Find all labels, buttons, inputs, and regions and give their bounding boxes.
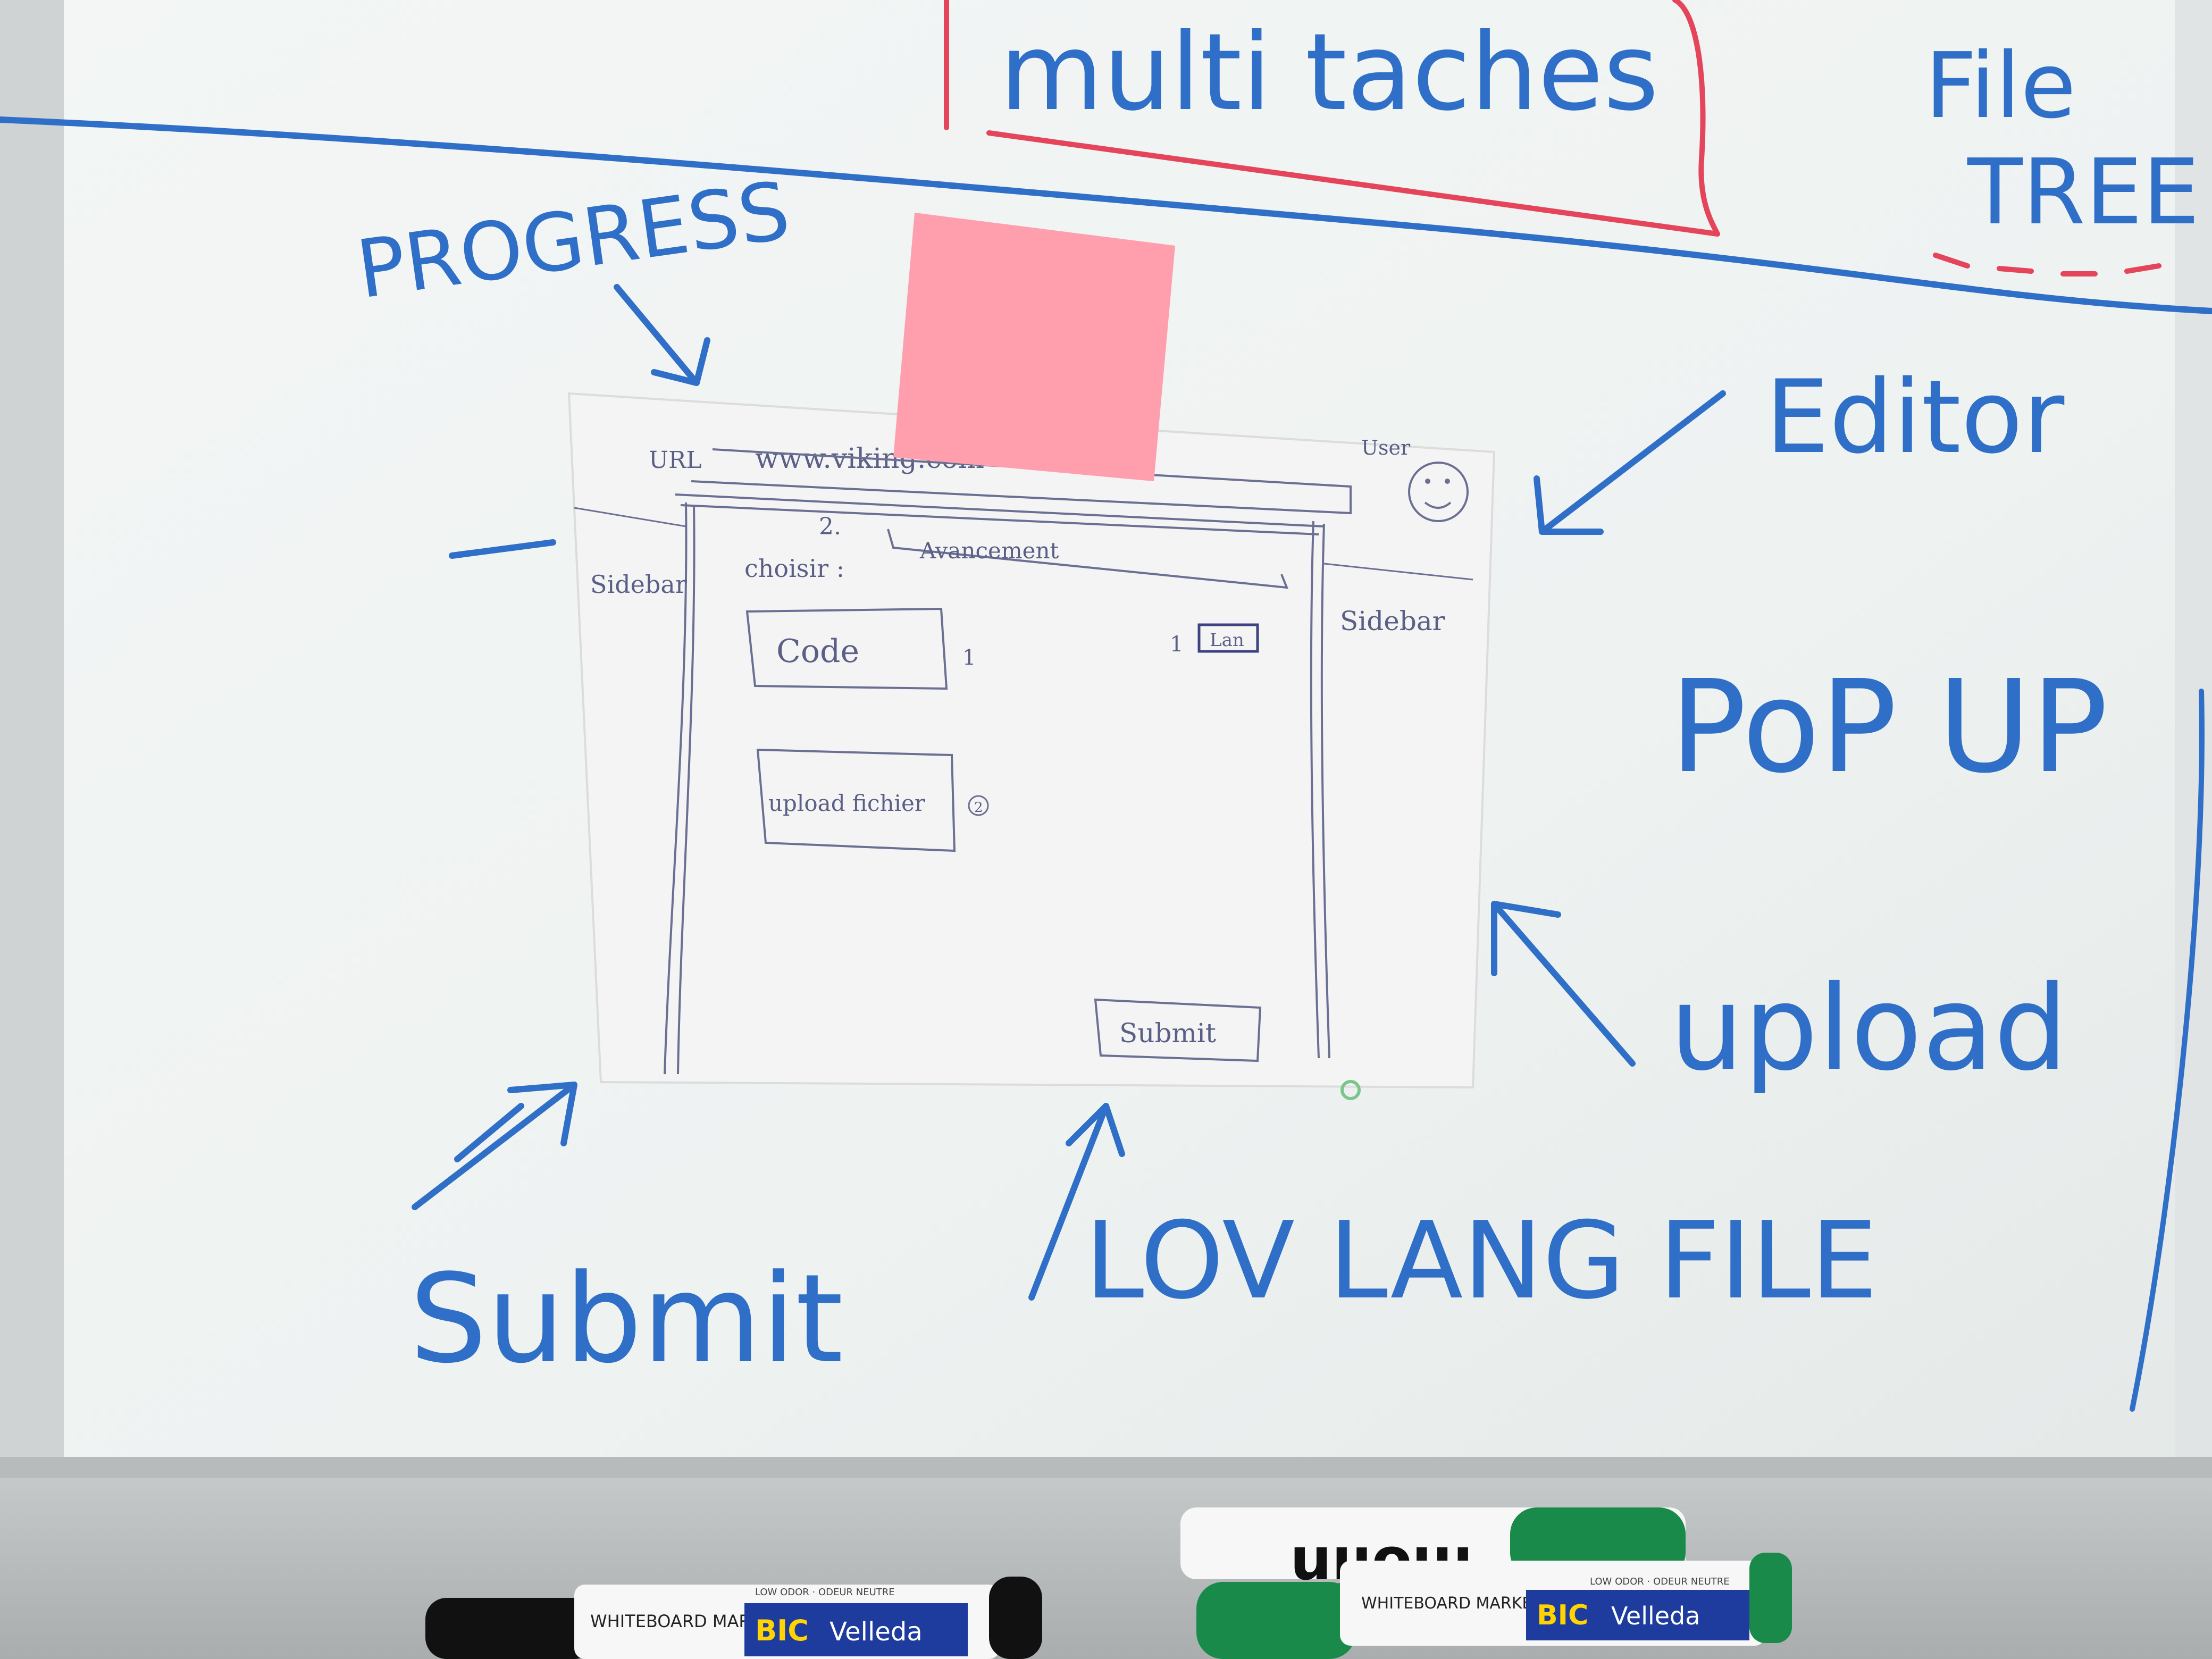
paper-mockup: URL www.viking.com User Sidebar Sidebar …: [567, 392, 1496, 1089]
mockup-lang-box-label: Lan: [1210, 630, 1244, 651]
mockup-upload-marker-circle: [968, 795, 989, 816]
blue-divider-line: [0, 116, 2212, 314]
arrow-progress: [614, 284, 710, 386]
mockup-code-marker: 1: [962, 646, 976, 670]
mockup-left-sidebar-border: [664, 502, 696, 1075]
mockup-right-sidebar-border: [1310, 521, 1330, 1059]
annotation-pop-up: PoP UP: [1670, 652, 2108, 801]
mockup-step-number: 2.: [819, 513, 841, 540]
marker-green-note: LOW ODOR · ODEUR NEUTRE: [1590, 1576, 1730, 1587]
blue-dash-left: [449, 539, 556, 559]
mockup-avatar-smile: [1424, 501, 1452, 509]
annotation-multi-taches: multi taches: [1000, 11, 1659, 135]
arrow-upload: [1491, 901, 1636, 1067]
mockup-code-button[interactable]: [745, 607, 948, 690]
mockup-avatar-eye-right: [1445, 479, 1450, 484]
marker-green-cap-left: [1196, 1582, 1356, 1659]
mockup-left-top-line: [574, 507, 686, 527]
arrow-editor: [1534, 390, 1726, 535]
mockup-avatar-eye-left: [1425, 479, 1430, 484]
whiteboard-left-frame: [0, 0, 64, 1659]
mockup-upload-button-label: upload fichier: [768, 790, 926, 816]
green-dot: [1340, 1080, 1361, 1100]
mockup-sidebar-right-label: Sidebar: [1340, 606, 1445, 636]
paper-sheet: [567, 392, 1496, 1089]
annotation-tree: TREE: [1967, 140, 2200, 245]
mockup-lang-marker: 1: [1170, 632, 1183, 657]
red-box-multi-taches: [944, 0, 1720, 237]
arrow-submit: [412, 1082, 577, 1210]
marker-black-cap-left: [425, 1598, 596, 1659]
mockup-user-avatar: [1408, 462, 1469, 522]
annotation-editor: Editor: [1765, 358, 2065, 476]
marker-tray-lip: [0, 1457, 2212, 1478]
mockup-url-label: URL: [649, 447, 701, 474]
mockup-code-button-label: Code: [776, 633, 859, 670]
annotation-file: File: [1925, 33, 2076, 139]
marker-black-brand: BIC: [755, 1614, 809, 1647]
marker-green-line: Velleda: [1611, 1602, 1700, 1630]
mockup-user-label: User: [1361, 436, 1411, 459]
pink-sticky-note: [893, 213, 1175, 481]
mockup-lang-box[interactable]: [1197, 623, 1259, 653]
annotation-upload: upload: [1670, 960, 2068, 1096]
annotation-lov-lang-file: LOV LANG FILE: [1085, 1199, 1878, 1323]
marker-black-cap-right: [989, 1577, 1042, 1659]
marker-black-line: Velleda: [830, 1617, 923, 1647]
whiteboard-right-frame: [2175, 0, 2212, 1489]
marker-green-cap-right: [1749, 1553, 1792, 1643]
marker-black-note: LOW ODOR · ODEUR NEUTRE: [755, 1587, 895, 1598]
mockup-sidebar-left-label: Sidebar: [590, 570, 687, 599]
blue-stroke-right-edge: [2130, 689, 2205, 1412]
marker-black-brand-band: [744, 1603, 968, 1656]
marker-green-brand: BIC: [1537, 1599, 1588, 1631]
mockup-upload-marker: 2: [974, 800, 983, 816]
red-dash-file-tree: [1933, 253, 2161, 276]
marker-green-type: WHITEBOARD MARKER: [1361, 1594, 1543, 1613]
marker-green-brand-band: [1526, 1590, 1749, 1640]
mockup-step-field-text: Avancement: [919, 538, 1059, 564]
mockup-submit-button[interactable]: [1094, 998, 1262, 1062]
mockup-right-top-line: [1323, 563, 1473, 581]
marker-black[interactable]: WHITEBOARD MARKER LOW ODOR · ODEUR NEUTR…: [425, 1577, 1042, 1659]
mockup-choose-label: choisir :: [744, 554, 844, 583]
mockup-submit-button-label: Submit: [1119, 1018, 1216, 1049]
marker-green[interactable]: WHITEBOARD MARKER LOW ODOR · ODEUR NEUTR…: [1196, 1553, 1792, 1659]
marker-tray: [0, 1457, 2212, 1659]
arrow-lov-lang-file: [1028, 1103, 1125, 1301]
annotation-submit: Submit: [409, 1249, 843, 1390]
mockup-top-border: [675, 493, 1325, 535]
mockup-upload-button[interactable]: [756, 748, 956, 852]
mockup-step-field: [887, 529, 1289, 589]
